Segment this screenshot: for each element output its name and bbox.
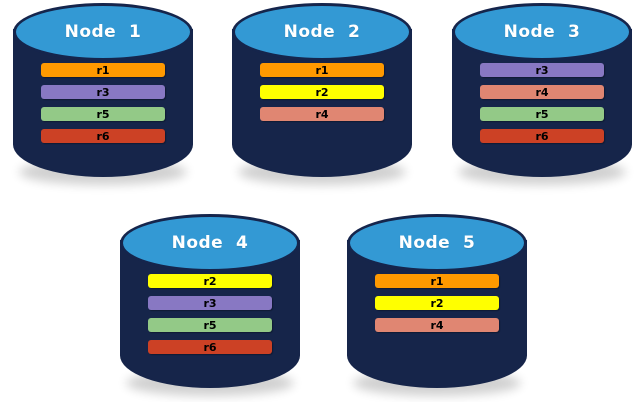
replica-bar-r5[interactable]: r5: [480, 107, 604, 121]
replica-bar-r1[interactable]: r1: [375, 274, 499, 288]
node-cylinder-1[interactable]: Node 1 r1 r3 r5 r6: [13, 3, 193, 185]
replica-list: r3 r4 r5 r6: [452, 63, 632, 143]
replica-bar-r2[interactable]: r2: [148, 274, 272, 288]
replica-bar-r4[interactable]: r4: [260, 107, 384, 121]
replica-bar-r3[interactable]: r3: [148, 296, 272, 310]
node-cylinder-2[interactable]: Node 2 r1 r2 r4: [232, 3, 412, 185]
node-label: Node 2: [283, 21, 361, 42]
replica-bar-r6[interactable]: r6: [41, 129, 165, 143]
node-cylinder-4[interactable]: Node 4 r2 r3 r5 r6: [120, 214, 300, 396]
cylinder-top-ellipse: Node 1: [13, 3, 193, 61]
replica-list: r2 r3 r5 r6: [120, 274, 300, 354]
cylinder-top-ellipse: Node 3: [452, 3, 632, 61]
node-cylinder-5[interactable]: Node 5 r1 r2 r4: [347, 214, 527, 396]
replica-list: r1 r3 r5 r6: [13, 63, 193, 143]
replica-bar-r6[interactable]: r6: [148, 340, 272, 354]
replica-bar-r1[interactable]: r1: [260, 63, 384, 77]
replica-bar-r6[interactable]: r6: [480, 129, 604, 143]
cylinder-top-ellipse: Node 2: [232, 3, 412, 61]
node-cylinder-3[interactable]: Node 3 r3 r4 r5 r6: [452, 3, 632, 185]
cylinder-top-ellipse: Node 5: [347, 214, 527, 272]
cylinder-top-ellipse: Node 4: [120, 214, 300, 272]
node-label: Node 1: [64, 21, 142, 42]
replica-bar-r5[interactable]: r5: [148, 318, 272, 332]
replica-bar-r3[interactable]: r3: [41, 85, 165, 99]
node-label: Node 3: [503, 21, 581, 42]
replica-bar-r4[interactable]: r4: [480, 85, 604, 99]
replica-bar-r5[interactable]: r5: [41, 107, 165, 121]
replica-bar-r2[interactable]: r2: [375, 296, 499, 310]
node-label: Node 5: [398, 232, 476, 253]
replica-bar-r2[interactable]: r2: [260, 85, 384, 99]
replica-bar-r1[interactable]: r1: [41, 63, 165, 77]
replica-bar-r3[interactable]: r3: [480, 63, 604, 77]
node-label: Node 4: [171, 232, 249, 253]
replica-bar-r4[interactable]: r4: [375, 318, 499, 332]
replica-list: r1 r2 r4: [232, 63, 412, 121]
replica-list: r1 r2 r4: [347, 274, 527, 332]
